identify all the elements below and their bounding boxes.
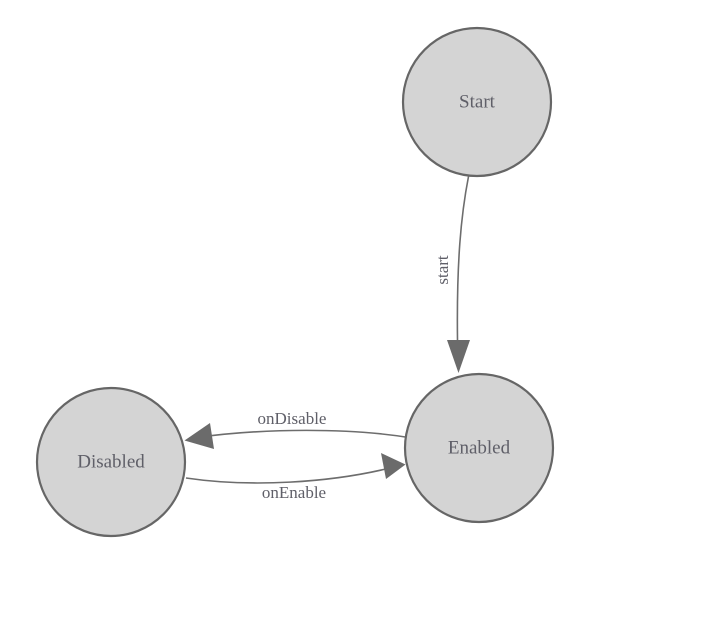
node-disabled-circle	[35, 386, 187, 538]
node-enabled-label: Enabled	[448, 437, 511, 458]
node-disabled[interactable]: Disabled	[35, 386, 187, 538]
edge-enabled-to-disabled-path	[196, 429, 409, 439]
edge-start-to-enabled[interactable]: start	[433, 176, 470, 374]
node-enabled[interactable]: Enabled	[403, 372, 555, 524]
edge-start-to-enabled-path	[456, 176, 470, 341]
node-start[interactable]: Start	[401, 26, 553, 178]
edge-start-to-enabled-arrowhead-icon	[447, 340, 470, 373]
edge-enabled-to-disabled[interactable]: onDisable	[184, 409, 409, 449]
edge-disabled-to-enabled[interactable]: onEnable	[185, 453, 406, 502]
edge-disabled-to-enabled-path	[185, 466, 393, 484]
edge-disabled-to-enabled-arrowhead-icon	[381, 453, 406, 479]
edge-enabled-to-disabled-arrowhead-icon	[184, 423, 214, 449]
node-enabled-circle	[403, 372, 555, 524]
edge-label-onenable: onEnable	[262, 483, 326, 502]
node-disabled-label: Disabled	[77, 451, 145, 472]
node-start-circle	[401, 26, 553, 178]
node-start-label: Start	[459, 91, 496, 112]
edge-label-ondisable: onDisable	[258, 409, 327, 428]
edge-label-start: start	[433, 255, 452, 285]
